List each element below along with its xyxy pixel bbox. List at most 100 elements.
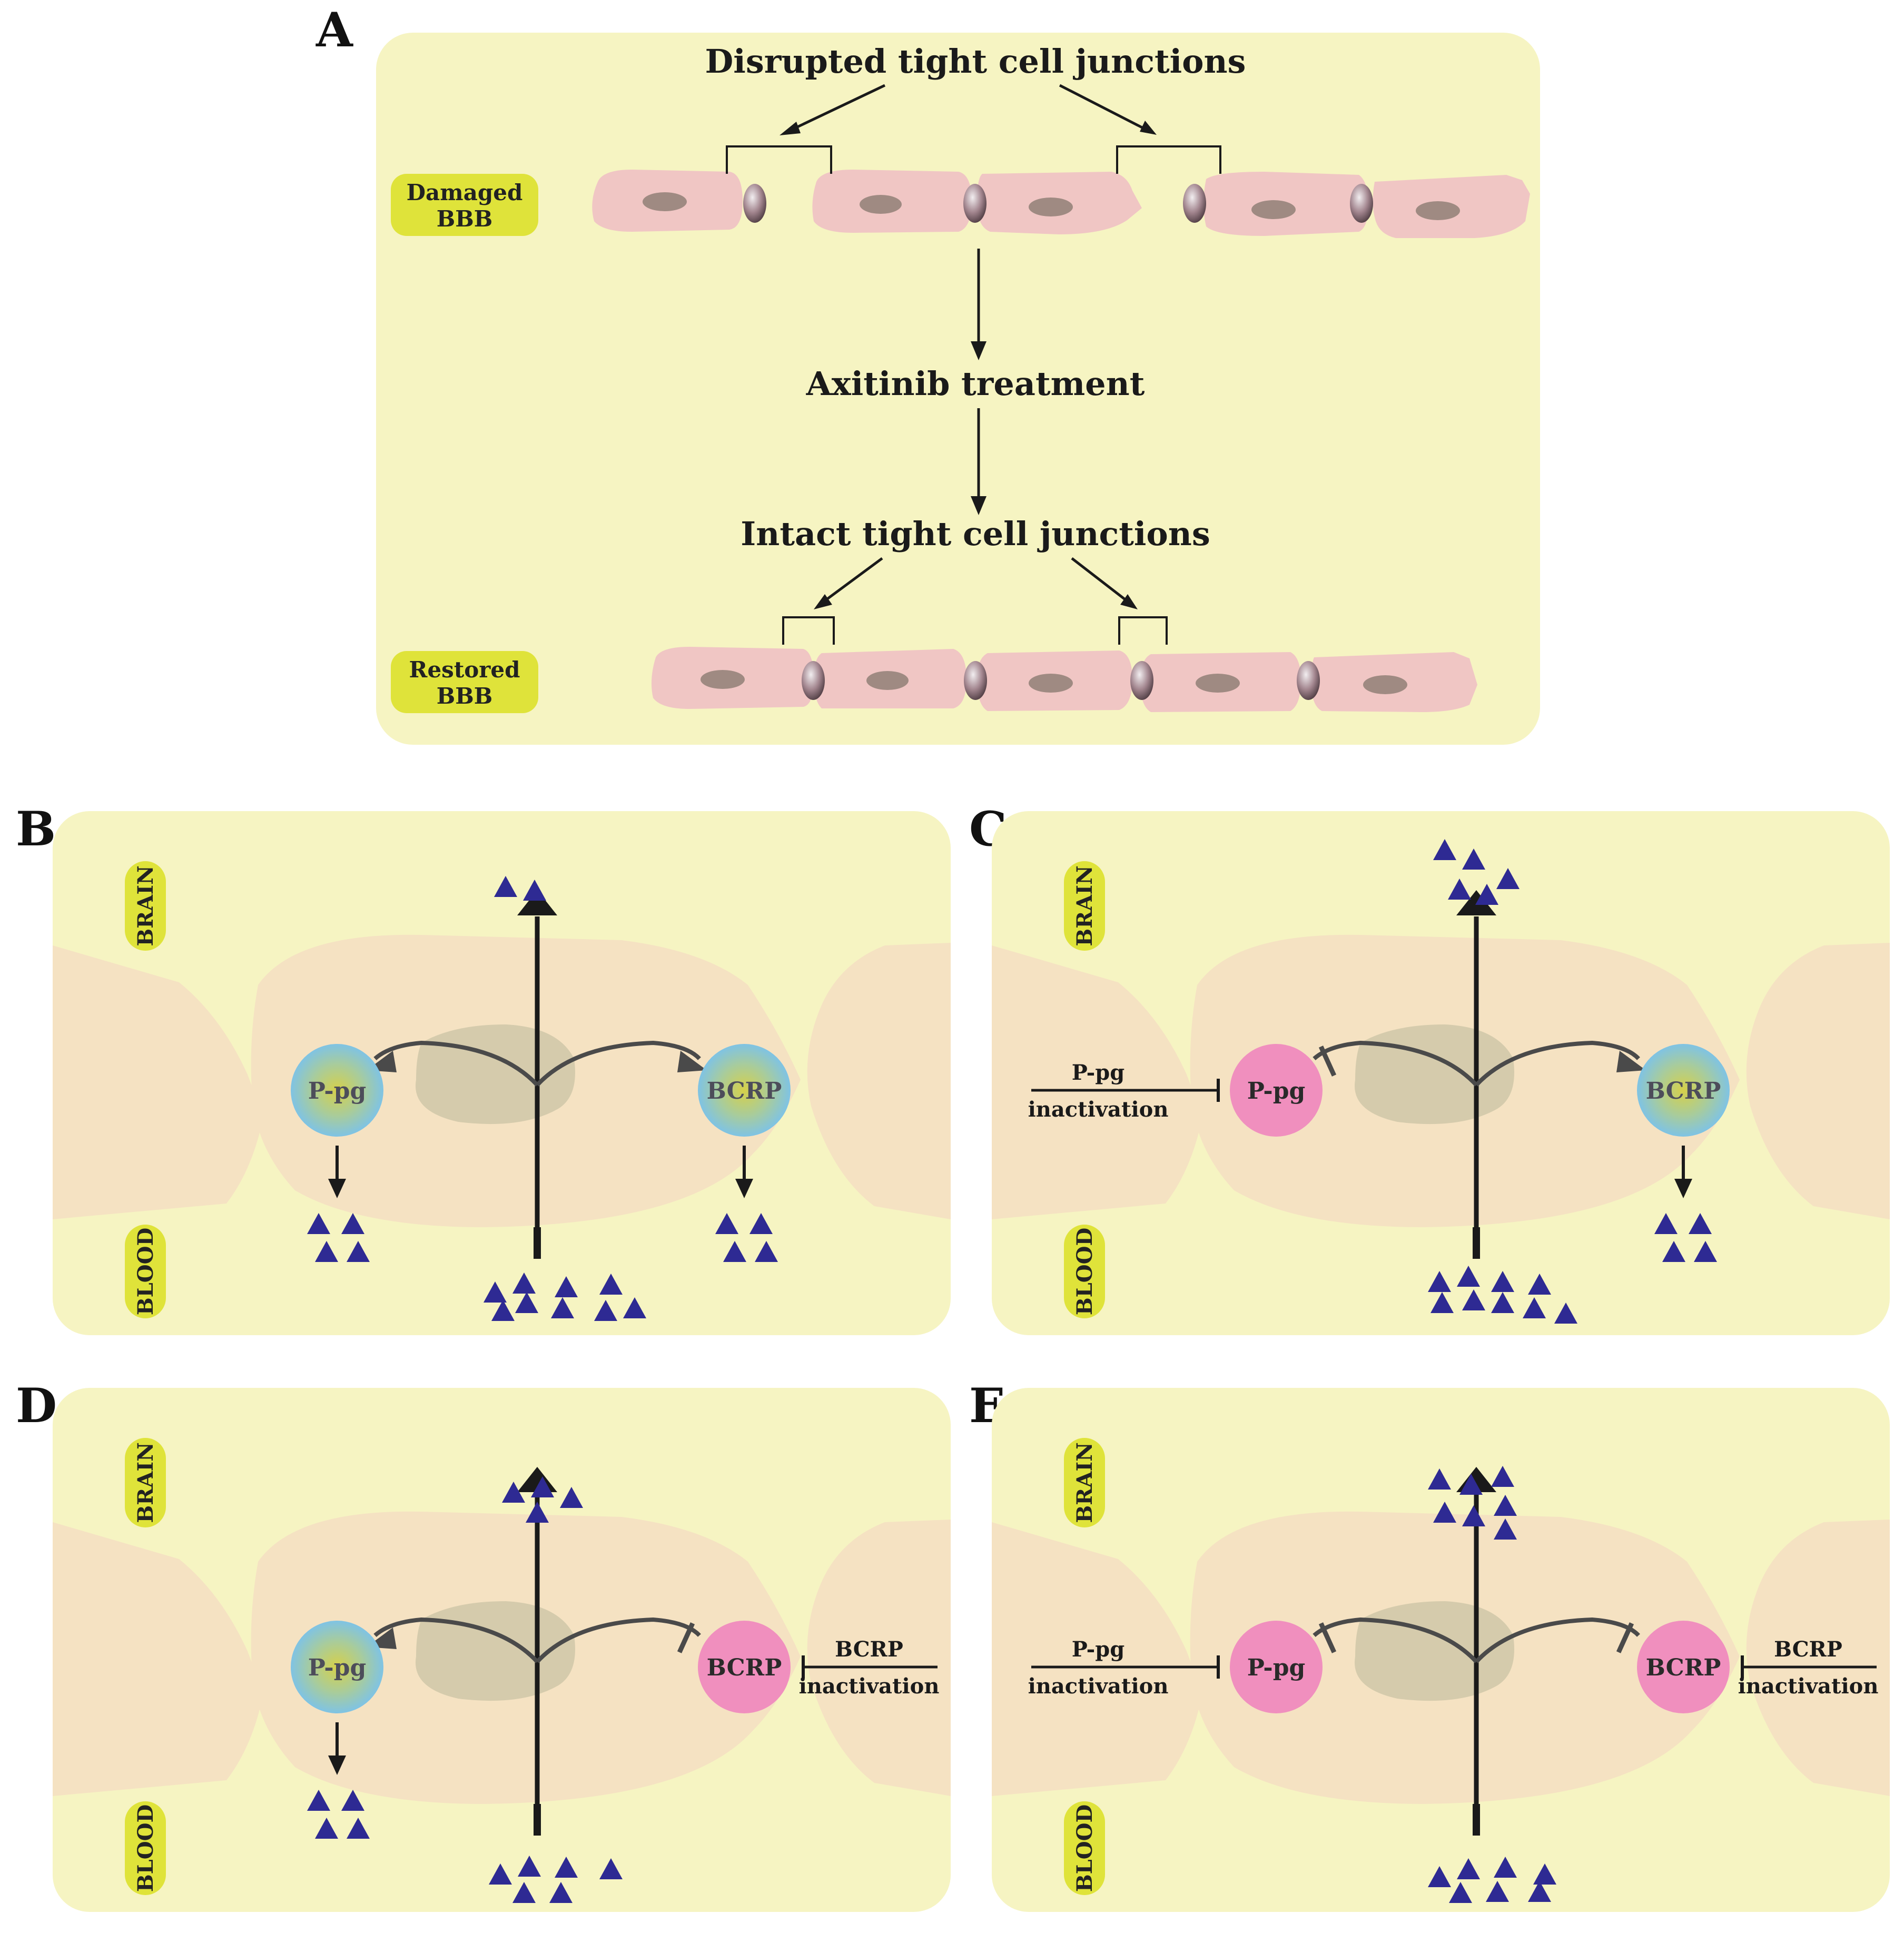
restored-tag-line1: Restored [409,657,520,683]
tight-junction [1297,661,1320,700]
drug-molecule [560,1487,583,1508]
drug-molecule [1457,1266,1480,1287]
drug-molecule [484,1281,507,1303]
drug-molecule [1449,1882,1472,1903]
blood-tag-label: BLOOD [133,1228,158,1315]
endothelial-cell-left [992,1522,1202,1796]
efflux-curve-right [536,1040,701,1087]
brain-tag-label: BRAIN [1072,1442,1097,1523]
drug-molecule [1448,879,1471,900]
brain-drugs [1428,1466,1517,1540]
drug-molecule [307,1213,330,1234]
arrow-head [677,1051,707,1072]
drug-molecule [1431,1292,1454,1313]
ppg-inactivation-label-1: P-pg [1072,1637,1124,1662]
arrow [821,557,883,605]
bcrp-transporter [1637,1621,1730,1713]
drug-molecule [1494,1857,1517,1878]
inhibition-bar [1318,1046,1337,1077]
drug-molecule [1428,1271,1451,1292]
bcrp-inactivation-label-1: BCRP [835,1637,903,1662]
ppg-transporter [291,1044,383,1137]
drug-molecule [526,1502,549,1523]
endothelial-layer [53,934,951,1227]
effluxed-drugs-left [307,1790,370,1839]
cell-nucleus [860,195,902,214]
drug-molecule [1496,868,1520,889]
brain-tag [125,1438,166,1527]
endothelial-cell-right [1746,943,1890,1219]
arrow-head [1120,594,1138,609]
inhibition-bar [1616,1622,1634,1653]
arrow-head [814,594,832,609]
efflux-curve-right [1475,1040,1640,1087]
cell-nucleus [643,192,687,211]
drug-molecule [715,1213,738,1234]
restored-tag-line2: BBB [437,683,493,709]
arrow-head [1616,1051,1646,1072]
bcrp-inactivation-label-1: BCRP [1774,1637,1842,1662]
drug-molecule [555,1857,578,1878]
disrupted-junctions-label: Disrupted tight cell junctions [705,42,1246,81]
panel-d-letter: D [16,1378,57,1434]
ppg-transporter [1230,1621,1323,1713]
bcrp-transporter [698,1621,791,1713]
blood-drugs [489,1856,623,1903]
drug-molecule [502,1482,525,1503]
panel-a-letter: A [315,2,353,58]
tight-junction [1183,184,1206,223]
drug-molecule [1428,1468,1451,1490]
endothelial-cell-right [807,1520,951,1796]
junction-bracket [782,616,835,645]
drug-molecule [723,1241,746,1262]
blood-tag-label: BLOOD [1072,1804,1097,1892]
efflux-curve-right [1475,1617,1640,1663]
inhibition-bar [677,1622,695,1653]
gap-bracket [726,145,832,174]
tight-junction [743,184,766,223]
drug-molecule [1491,1466,1514,1487]
drug-molecule [341,1213,364,1234]
drug-molecule [1486,1881,1509,1902]
drug-molecule [1462,849,1485,870]
ppg-transporter [291,1621,383,1713]
blood-tag [1064,1801,1105,1895]
drug-molecule [1491,1292,1514,1313]
brain-drugs [502,1476,583,1523]
bcrp-label: BCRP [1646,1078,1721,1104]
arrow [786,84,886,133]
arrow-head [735,1179,753,1198]
drug-molecule [1475,884,1498,905]
drug-molecule [518,1856,541,1877]
drug-molecule [1457,1858,1480,1879]
damaged-tag-line2: BBB [437,206,493,232]
drug-molecule [1528,1881,1551,1902]
drug-molecule [523,880,546,901]
damaged-cell-row [592,170,1530,238]
bcrp-label: BCRP [1646,1654,1721,1681]
arrow-head [328,1179,346,1198]
bcrp-inactivation-label-2: inactivation [1738,1674,1879,1699]
drug-molecule [555,1276,578,1297]
bcrp-inactivation-label-2: inactivation [799,1674,940,1699]
restored-bbb-tag: Restored BBB [391,651,538,713]
drug-molecule [341,1790,364,1811]
tight-junction [964,661,987,700]
blood-tag [125,1225,166,1318]
drug-molecule [512,1882,536,1903]
brain-drugs [1433,839,1520,905]
drug-molecule [1662,1241,1685,1262]
blood-drugs [1428,1857,1556,1903]
brain-tag-label: BRAIN [133,1442,158,1523]
efflux-curve-left [1313,1617,1478,1663]
arrow-head [1674,1179,1692,1198]
brain-tag-label: BRAIN [133,865,158,946]
effluxed-drugs-right [1654,1213,1717,1262]
brain-tag [125,861,166,951]
junction-bracket [1118,616,1168,645]
drug-molecule [1654,1213,1678,1234]
